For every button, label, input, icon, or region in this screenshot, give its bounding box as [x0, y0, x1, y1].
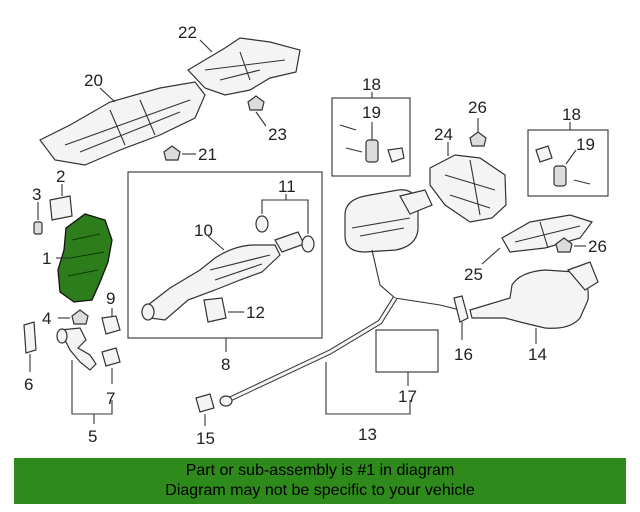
part-14-rear-muffler[interactable] — [469, 261, 599, 329]
part-24-heat-shield[interactable] — [429, 154, 507, 223]
part-23-nut[interactable] — [247, 95, 265, 111]
callout-26-right[interactable]: 26 — [588, 237, 607, 256]
exhaust-parts-diagram: 22 20 23 21 18 19 26 24 18 19 — [23, 23, 609, 448]
part-19-bracket-left[interactable] — [339, 124, 405, 163]
part-3-stud[interactable] — [33, 221, 43, 235]
callout-10[interactable]: 10 — [194, 221, 213, 240]
part-15-gasket[interactable] — [195, 393, 215, 413]
leader-11 — [261, 194, 309, 234]
callout-26-top[interactable]: 26 — [468, 98, 487, 117]
callout-20[interactable]: 20 — [84, 71, 103, 90]
group-8-box — [127, 171, 323, 339]
leader-5 — [71, 360, 113, 424]
callout-4[interactable]: 4 — [42, 309, 51, 328]
part-26-nut-right[interactable] — [555, 237, 573, 253]
callout-6[interactable]: 6 — [24, 375, 33, 394]
part-21-nut[interactable] — [163, 145, 181, 161]
part-4-nut[interactable] — [71, 309, 89, 325]
part-26-nut-top[interactable] — [469, 131, 487, 147]
pipe-center-rear — [371, 249, 461, 311]
callout-23[interactable]: 23 — [268, 125, 287, 144]
leader-22 — [199, 39, 213, 53]
callout-3[interactable]: 3 — [32, 185, 41, 204]
leader-25 — [481, 247, 501, 265]
leader-23 — [255, 111, 267, 127]
callout-25[interactable]: 25 — [464, 265, 483, 284]
callout-9[interactable]: 9 — [106, 289, 115, 308]
part-16-gasket[interactable] — [453, 295, 469, 323]
callout-19-right[interactable]: 19 — [576, 135, 595, 154]
callout-16[interactable]: 16 — [454, 345, 473, 364]
part-13-front-pipe[interactable] — [219, 296, 398, 407]
callout-11[interactable]: 11 — [278, 177, 296, 196]
part-17-box — [375, 329, 439, 373]
center-muffler[interactable] — [344, 189, 433, 253]
part-25-heat-shield[interactable] — [501, 214, 593, 253]
part-6-gasket[interactable] — [23, 321, 37, 354]
banner-line-2: Diagram may not be specific to your vehi… — [165, 482, 475, 499]
callout-1[interactable]: 1 — [42, 249, 51, 268]
part-7-gasket[interactable] — [101, 347, 121, 367]
callout-8[interactable]: 8 — [221, 355, 230, 374]
part-12-clamp[interactable] — [203, 297, 227, 323]
part-20-heat-shield[interactable] — [39, 81, 206, 166]
callout-17[interactable]: 17 — [398, 387, 417, 406]
leader-20 — [99, 87, 116, 103]
callout-13[interactable]: 13 — [358, 425, 377, 444]
group-18-left-box — [331, 97, 411, 177]
callout-18-left[interactable]: 18 — [362, 75, 381, 94]
callout-15[interactable]: 15 — [196, 429, 215, 448]
part-5-front-pipe[interactable] — [56, 327, 97, 371]
callout-7[interactable]: 7 — [106, 389, 115, 408]
info-banner: Part or sub-assembly is #1 in diagram Di… — [14, 458, 626, 504]
part-9-gasket[interactable] — [101, 315, 121, 335]
callout-18-right[interactable]: 18 — [562, 105, 581, 124]
part-22-heat-shield[interactable] — [187, 37, 301, 96]
callout-19-left[interactable]: 19 — [362, 103, 381, 122]
leader-13 — [325, 362, 411, 415]
banner-line-1: Part or sub-assembly is #1 in diagram — [185, 462, 455, 479]
part-10-catalytic-converter[interactable] — [141, 231, 305, 321]
callout-21[interactable]: 21 — [198, 145, 217, 164]
part-2-gasket[interactable] — [49, 195, 73, 221]
callout-5[interactable]: 5 — [88, 427, 97, 446]
leader-10 — [207, 235, 225, 251]
leader-19-right — [565, 149, 577, 165]
callout-12[interactable]: 12 — [246, 303, 265, 322]
callout-24[interactable]: 24 — [434, 125, 453, 144]
callout-22[interactable]: 22 — [178, 23, 197, 42]
part-1-exhaust-manifold-highlighted[interactable] — [57, 213, 113, 303]
callout-2[interactable]: 2 — [56, 167, 65, 186]
group-18-right-box — [527, 129, 609, 197]
part-19-bracket-right[interactable] — [535, 145, 591, 187]
callout-14[interactable]: 14 — [528, 345, 547, 364]
part-11-clamps[interactable] — [255, 215, 315, 253]
